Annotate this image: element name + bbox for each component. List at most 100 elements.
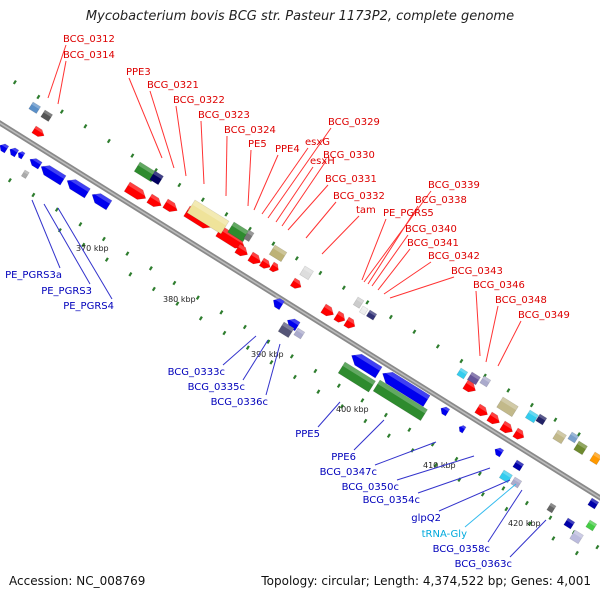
reverse-gene-arrow (440, 405, 451, 417)
tick-mark (388, 314, 393, 320)
leader-line (43, 203, 91, 285)
tick-mark (524, 500, 529, 506)
tick-mark (271, 241, 276, 246)
tick-mark (548, 515, 553, 521)
forward-gene-label: BCG_0342 (428, 251, 480, 262)
forward-gene-label: BCG_0348 (495, 295, 547, 306)
forward-gene-arrow (333, 310, 348, 323)
tick-mark (242, 324, 247, 330)
gene-feature (546, 502, 557, 514)
gene-feature (524, 409, 539, 424)
tick-mark (247, 226, 252, 232)
leader-line (374, 441, 437, 466)
reverse-gene-label: BCG_0350c (342, 482, 399, 493)
forward-gene-label: PPE3 (126, 67, 151, 78)
leader-line (253, 154, 279, 211)
forward-gene-label: BCG_0330 (323, 150, 375, 161)
gene-feature (456, 367, 469, 380)
gene-feature (510, 476, 523, 489)
tick-mark (245, 345, 250, 350)
leader-line (175, 105, 187, 177)
forward-gene-label: BCG_0349 (518, 310, 570, 321)
leader-line (321, 215, 360, 255)
tick-mark (177, 182, 182, 188)
reverse-gene-label: BCG_0333c (168, 367, 225, 378)
gene-feature (569, 529, 584, 545)
tick-mark (435, 344, 440, 349)
gene-feature (372, 379, 428, 422)
tick-mark (125, 251, 130, 256)
forward-gene-arrow (499, 420, 516, 434)
tick-mark (57, 228, 62, 233)
gene-feature (149, 170, 164, 186)
gene-feature (365, 309, 378, 321)
forward-gene-arrow (247, 251, 264, 265)
forward-gene-label: tam (356, 205, 376, 216)
tick-mark (266, 339, 271, 344)
gene-feature (186, 199, 230, 235)
reverse-gene-arrow (458, 424, 467, 434)
leader-line (128, 77, 163, 159)
forward-gene-arrow (486, 411, 503, 425)
tick-mark (501, 486, 506, 491)
tick-mark (576, 432, 581, 437)
reverse-gene-label: BCG_0347c (320, 467, 377, 478)
forward-gene-label: esxH (310, 156, 335, 167)
leader-line (371, 234, 409, 287)
tick-mark (12, 80, 17, 85)
forward-gene-label: BCG_0346 (473, 280, 525, 291)
reverse-gene-arrow (17, 150, 26, 160)
tick-mark (407, 427, 412, 433)
tick-mark (529, 402, 534, 408)
leader-line (281, 160, 327, 227)
tick-mark (318, 270, 323, 276)
leader-line (383, 261, 432, 295)
tick-mark (219, 310, 224, 315)
reverse-gene-arrow (66, 176, 91, 199)
leader-line (353, 419, 385, 451)
forward-gene-arrow (268, 261, 281, 273)
tick-mark (477, 471, 482, 477)
tick-mark (31, 192, 36, 198)
leader-line (417, 467, 491, 494)
forward-gene-arrow (462, 379, 479, 393)
kbp-label: 370 kbp (76, 244, 109, 253)
feature-layer (0, 101, 600, 545)
tick-mark (506, 388, 511, 393)
tick-mark (7, 178, 12, 183)
reverse-gene-label: PPE5 (295, 429, 320, 440)
forward-gene-label: BCG_0341 (407, 238, 459, 249)
leader-line (438, 479, 511, 512)
kbp-label: 380 kbp (163, 295, 196, 304)
kbp-label: 410 kbp (423, 461, 456, 470)
forward-gene-arrow (162, 198, 180, 213)
gene-feature (479, 375, 492, 388)
leader-line (57, 60, 67, 105)
tick-mark (553, 417, 558, 423)
tick-mark (433, 462, 438, 468)
tick-mark (551, 536, 556, 541)
tick-mark (595, 544, 600, 550)
reverse-gene-label: PE_PGRS4 (63, 301, 114, 312)
forward-gene-label: BCG_0338 (415, 195, 467, 206)
leader-line (47, 44, 67, 99)
tick-mark (313, 368, 318, 374)
label-layer: BCG_0312BCG_0314PPE3BCG_0321BCG_0322BCG_… (5, 34, 570, 570)
tick-mark (574, 550, 579, 556)
tick-mark (504, 506, 509, 512)
tick-mark (365, 300, 370, 305)
forward-gene-arrow (289, 277, 304, 289)
tick-mark (292, 374, 297, 380)
tick-mark (195, 295, 200, 300)
forward-gene-label: BCG_0329 (328, 117, 380, 128)
forward-gene-label: BCG_0312 (63, 34, 115, 45)
reverse-gene-label: BCG_0335c (188, 382, 245, 393)
tick-mark (269, 360, 274, 365)
tick-mark (222, 330, 227, 336)
forward-gene-label: BCG_0331 (325, 174, 377, 185)
gene-feature (563, 517, 576, 530)
gene-feature (227, 221, 250, 243)
leader-line (487, 489, 523, 543)
gene-feature (587, 497, 600, 510)
